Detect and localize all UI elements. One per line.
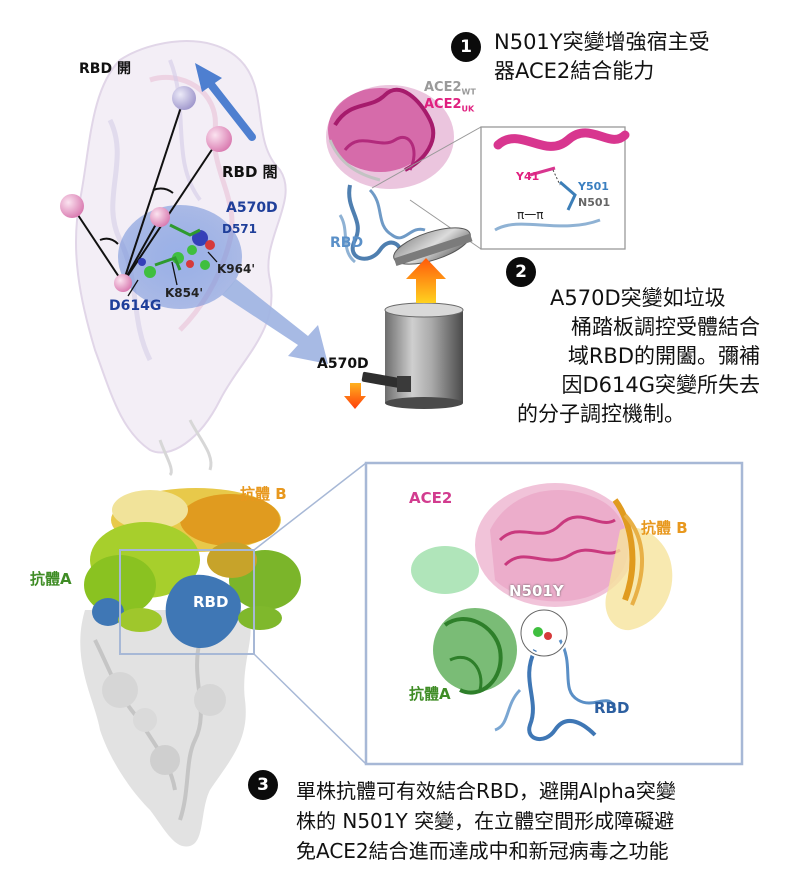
rbd-open-sphere [172, 86, 196, 110]
residue-leader-lines [127, 251, 218, 297]
zoom-rbd-label: RBD [594, 699, 630, 717]
rbd-sphere-mid [150, 207, 170, 227]
zoom-antibody-b-label: 抗體 B [641, 519, 688, 537]
rbd-hinge-lines [71, 97, 220, 284]
zoom-connector-bottom [253, 653, 367, 765]
zoom-source-box [119, 549, 255, 655]
d614g-label: D614G [109, 298, 162, 314]
step-2-badge: 2 [506, 257, 536, 287]
connector-arrow-to-can [222, 279, 328, 364]
panel2-caption: A570D突變如垃圾 桶踏板調控受體結合 域RBD的開闔。彌補 因D614G突變… [510, 284, 760, 429]
zoom-ace2-label: ACE2 [409, 489, 453, 507]
panel1-caption: N501Y突變增強宿主受 器ACE2結合能力 [494, 28, 710, 86]
rbd-label-complex: RBD [193, 593, 229, 611]
antibody-b-label: 抗體 B [240, 485, 287, 503]
a570d-label: A570D [226, 200, 278, 216]
panel3-caption: 單株抗體可有效結合RBD，避開Alpha突變 株的 N501Y 突變，在立體空間… [296, 776, 676, 866]
zoom-antibody-a-label: 抗體A [409, 685, 451, 703]
ace2-uk-label: ACE2UK [424, 97, 475, 114]
y501-label: Y501 [578, 180, 609, 193]
panel2-caption-line5: 的分子調控機制。 [517, 402, 685, 426]
y41-label: Y41 [516, 170, 540, 183]
panel1-caption-line2: 器ACE2結合能力 [494, 59, 655, 83]
k964-label: K964' [217, 262, 256, 276]
pedal-a570d-label: A570D [317, 356, 369, 372]
rbd-label-top: RBD [330, 235, 364, 251]
panel2-caption-line2: 桶踏板調控受體結合 [571, 315, 760, 339]
panel3-caption-line2: 株的 N501Y 突變，在立體空間形成障礙避 [296, 809, 675, 833]
panel1-caption-line1: N501Y突變增強宿主受 [494, 30, 710, 54]
panel2-caption-line1: A570D突變如垃圾 [550, 286, 726, 310]
antibody-a-label: 抗體A [30, 570, 72, 588]
step-3-badge: 3 [248, 770, 278, 800]
residue-sticks [138, 223, 215, 278]
zoom-connector-top [253, 462, 367, 551]
rbd-open-arrow [195, 63, 256, 141]
interaction-inset [371, 126, 630, 250]
ace2-wt-label: ACE2WT [424, 80, 476, 97]
spike-antibody-complex [80, 488, 301, 847]
k854-label: K854' [165, 286, 204, 300]
step-1-badge: 1 [451, 32, 481, 62]
panel3-caption-line3: 免ACE2結合進而達成中和新冠病毒之功能 [296, 839, 669, 863]
d571-label: D571 [222, 222, 258, 236]
trash-can-illustration [361, 227, 473, 409]
hinge-sphere [114, 274, 132, 292]
lid-up-arrow [406, 258, 446, 303]
rbd-closed-label: RBD 閤 [222, 163, 278, 181]
zoom-panel-structure [411, 483, 673, 741]
rbd-open-label: RBD 開 [79, 61, 131, 77]
pedal-down-arrow [344, 383, 366, 409]
trash-can-lid [393, 227, 473, 266]
panel2-caption-line3: 域RBD的開闔。彌補 [567, 344, 760, 368]
panel3-caption-line1: 單株抗體可有效結合RBD，避開Alpha突變 [296, 779, 676, 803]
ace2-rbd-structure [326, 85, 454, 264]
zoom-n501y-label: N501Y [509, 582, 564, 600]
panel2-caption-line4: 因D614G突變所失去 [561, 373, 760, 397]
n501-label: N501 [578, 196, 611, 209]
rbd-sphere-left [60, 194, 84, 218]
rbd-closed-sphere [206, 126, 232, 152]
pi-pi-label: π一π [517, 208, 544, 222]
